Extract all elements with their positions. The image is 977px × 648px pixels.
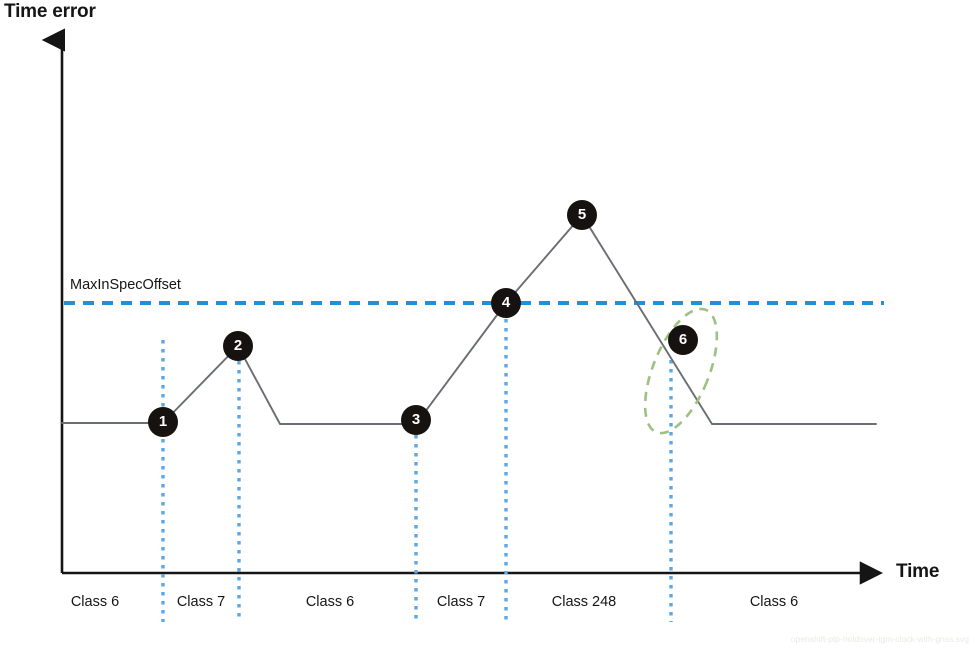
time-error-signal-line	[61, 214, 877, 425]
segment-label-class-7-second: Class 7	[436, 594, 486, 610]
y-axis-title: Time error	[4, 1, 96, 22]
marker-2[interactable]: 2	[223, 331, 253, 361]
class-divider-lines	[161, 310, 673, 622]
marker-5[interactable]: 5	[567, 200, 597, 230]
segment-label-class-6-third: Class 6	[749, 594, 799, 610]
marker-6[interactable]: 6	[668, 325, 698, 355]
marker-1[interactable]: 1	[148, 407, 178, 437]
segment-label-class-7-first: Class 7	[176, 594, 226, 610]
segment-label-class-6-second: Class 6	[305, 594, 355, 610]
marker-4[interactable]: 4	[491, 288, 521, 318]
x-axis-title: Time	[896, 561, 940, 582]
marker-3[interactable]: 3	[401, 405, 431, 435]
maxinspecoffset-label: MaxInSpecOffset	[70, 277, 181, 293]
holdover-highlight-ellipse	[643, 307, 719, 435]
segment-label-class-6-first: Class 6	[70, 594, 120, 610]
segment-label-class-248: Class 248	[551, 594, 617, 610]
source-filename-watermark: openshift-ptp-holdover-tgm-clock-with-gn…	[790, 634, 969, 644]
